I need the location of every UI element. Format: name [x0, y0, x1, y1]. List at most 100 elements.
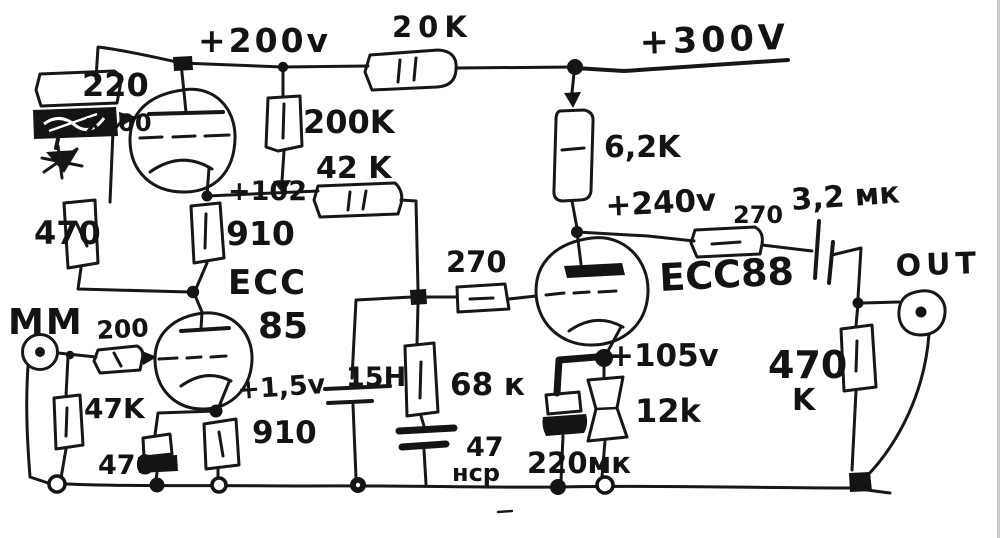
label-r-910-anode: 910 — [226, 214, 295, 253]
ground-junction — [550, 479, 566, 495]
ground-junction-open — [595, 475, 615, 495]
label-tube-ecc85-line1: ECC — [228, 263, 307, 303]
wire-cathode — [205, 166, 211, 197]
capacitor-3-2uf-plate — [827, 240, 835, 285]
wire — [415, 302, 420, 346]
wire-cathode — [216, 380, 231, 411]
resistor-270-tick — [710, 240, 742, 246]
wire-102 — [205, 189, 320, 198]
tube-ecc85-lower-envelope — [153, 311, 254, 411]
tube-ecc85-upper-cathode — [148, 158, 214, 174]
tube-ecc85-upper-anode — [147, 110, 225, 116]
resistor-68k-tick — [418, 360, 423, 400]
wire-ground — [864, 332, 931, 479]
label-r-200k: 200K — [303, 103, 396, 141]
tube-ecc85-lower-cathode — [179, 374, 233, 388]
capacitor-470-plate — [141, 432, 174, 459]
label-supply-300v: +300V — [639, 18, 790, 63]
wire-200v-rail — [179, 61, 370, 69]
wire — [64, 355, 70, 398]
wire-240v — [575, 230, 696, 243]
resistor-20k-ticks — [396, 56, 418, 84]
wire-anode — [575, 230, 583, 266]
ground-junction — [149, 477, 165, 493]
ground-rail — [46, 481, 892, 495]
label-c-3-2uf: 3,2 мк — [790, 175, 901, 217]
resistor-910-tick — [203, 212, 208, 250]
capacitor-47n-plate — [395, 424, 458, 435]
arrowhead-grid — [142, 351, 157, 365]
tube-ecc85-lower-anode — [179, 326, 231, 333]
resistor-270-anode — [689, 225, 764, 259]
label-r-470-grid: 470 — [34, 214, 101, 252]
tube-ecc85-lower-grid — [157, 354, 228, 361]
wire — [600, 439, 607, 479]
wire — [422, 448, 428, 486]
capacitor-470-body — [138, 455, 178, 473]
ground-junction-center — [355, 482, 361, 488]
label-c-47n-unit: нср — [452, 459, 500, 487]
tube-ecc88-grid — [544, 289, 618, 297]
label-r-270-grid: 270 — [446, 245, 507, 279]
wire — [153, 409, 218, 437]
junction-dot-105v — [595, 349, 613, 367]
resistor-200k-tick — [281, 102, 286, 140]
label-node-240v: +240v — [605, 182, 718, 224]
capacitor-x400-scribble — [43, 117, 106, 132]
resistor-270-tick — [468, 296, 495, 301]
wire — [54, 137, 60, 150]
tube-ecc88-cathode — [567, 319, 625, 333]
out-jack — [897, 289, 947, 337]
resistor-910-cathode — [202, 417, 241, 471]
wire — [419, 414, 426, 428]
wire-ground — [25, 364, 50, 485]
label-c-470-bypass: 470 — [98, 450, 154, 481]
power-rail-section — [33, 45, 790, 180]
labels: +200v 20K +300V 220 х400 200K 42 K +102 … — [8, 10, 982, 487]
ground-rail-section — [46, 472, 892, 514]
label-r-12k: 12k — [635, 392, 702, 430]
wire — [56, 351, 98, 359]
label-r-200-grid: 200 — [96, 313, 150, 345]
label-output-out: OUT — [895, 246, 981, 284]
resistor-470k — [839, 323, 878, 393]
label-supply-200v: +200v — [198, 21, 331, 60]
resistor-470-tick — [74, 220, 89, 248]
wire — [570, 199, 579, 230]
label-c-220uf: 220мк — [527, 446, 631, 480]
resistor-470-grid — [62, 198, 100, 270]
arrowhead-down — [564, 92, 581, 108]
input-section — [21, 333, 157, 485]
resistor-6-2k-tick — [560, 146, 586, 152]
output-section — [813, 219, 947, 479]
resistor-42k-ticks — [346, 189, 368, 212]
arrowhead-down — [273, 180, 291, 194]
resistor-6-2k — [552, 108, 595, 203]
wire-anode — [179, 61, 188, 114]
capacitor-220uf-body — [542, 414, 588, 436]
resistor-470k-tick — [854, 339, 859, 373]
label-r-6-2k: 6,2K — [604, 130, 682, 165]
wire — [861, 300, 901, 305]
ground-junction — [849, 472, 872, 492]
label-l-15h: 15H — [346, 362, 406, 393]
label-tube-ecc88: ECC88 — [658, 249, 795, 300]
ground-scribble — [40, 144, 84, 180]
capacitor-x400-scribble — [48, 112, 98, 133]
label-r-20k: 20K — [392, 10, 473, 44]
riaa-section — [312, 181, 538, 486]
wire — [559, 434, 565, 483]
resistor-220 — [34, 69, 122, 108]
out-jack-pin — [915, 306, 927, 318]
tube-ecc88-anode — [564, 263, 625, 278]
wire — [59, 447, 68, 480]
resistor-200k — [264, 94, 304, 153]
stage2-section — [534, 71, 814, 483]
wire — [570, 71, 576, 95]
wire — [351, 403, 358, 480]
ground-junction-open — [210, 476, 228, 494]
label-input-mm: MM — [8, 302, 84, 343]
resistor-270-grid — [455, 282, 511, 314]
